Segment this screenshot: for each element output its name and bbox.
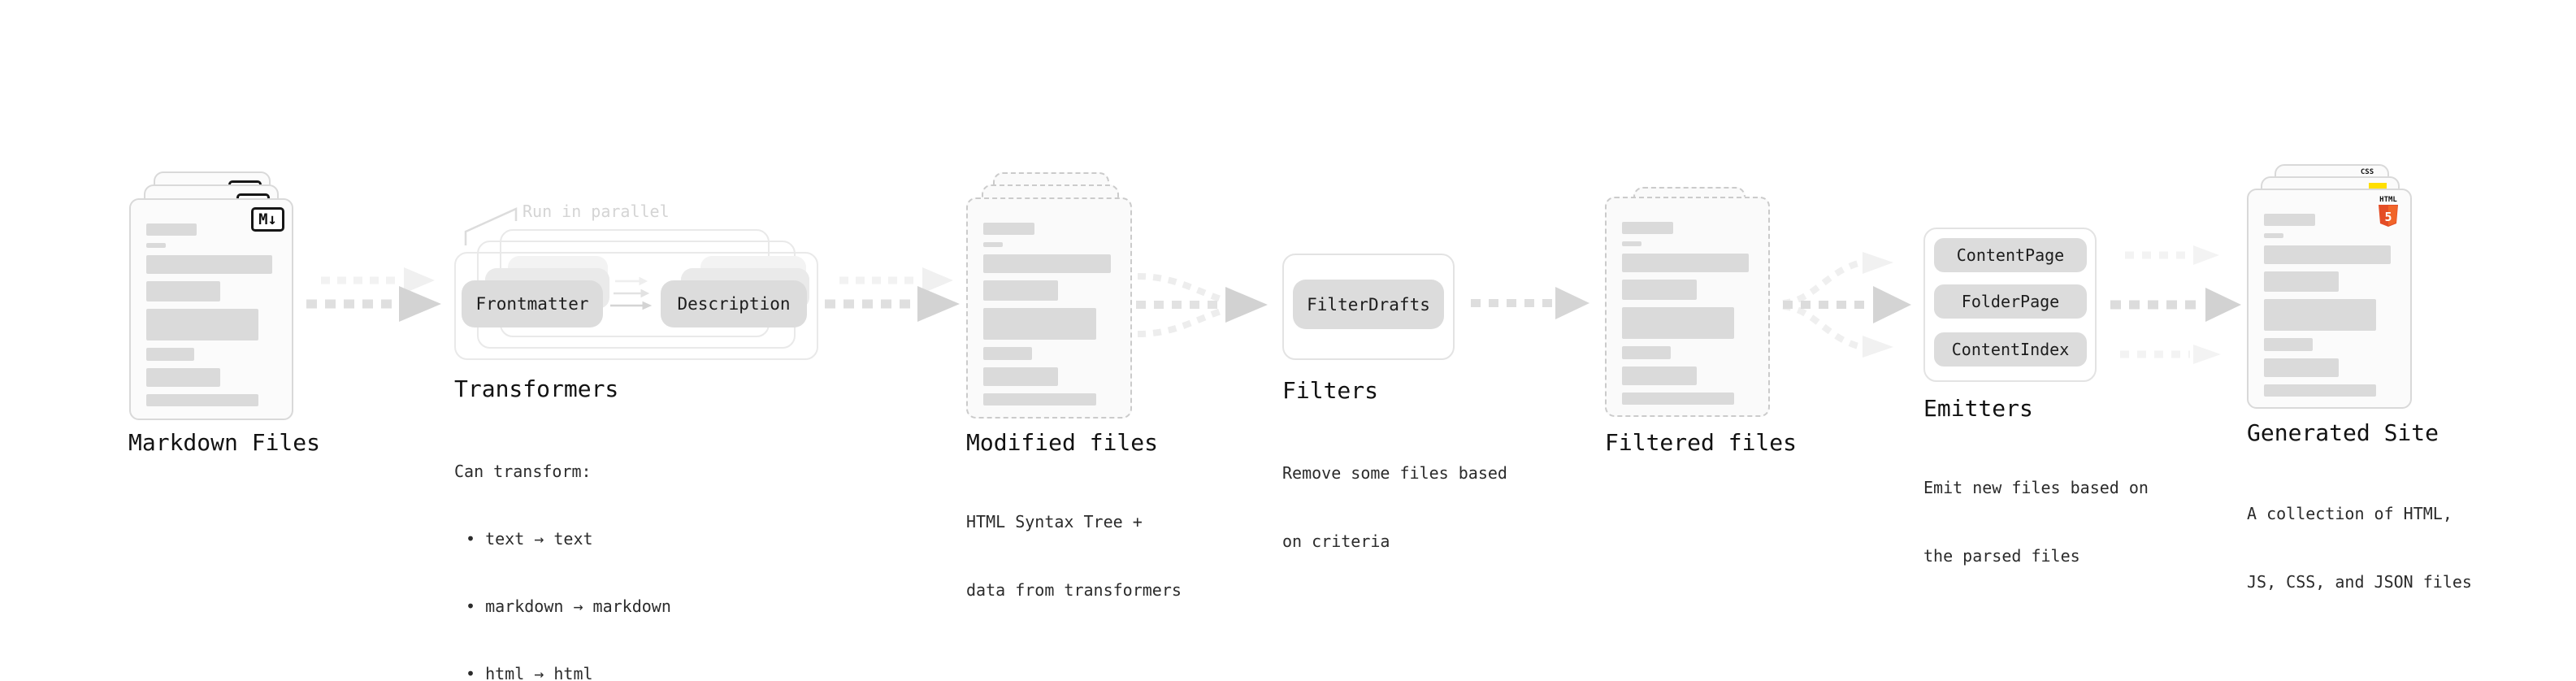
placeholder-bar [983,393,1097,406]
dashed-flow-arrow-icon [825,267,960,322]
stage-label-filters: Filters [1282,377,1379,404]
emitter-node-contentpage: ContentPage [1934,238,2087,272]
generated-site-caption: A collection of HTML, JS, CSS, and JSON … [2247,457,2472,639]
document-lines [146,223,276,414]
caption-line: Emit new files based on [1923,478,2149,497]
caption-line: on criteria [1282,531,1390,551]
run-in-parallel-annotation: Run in parallel [523,202,670,221]
dashed-flow-arrow-icon [306,267,441,322]
placeholder-bar [983,223,1035,235]
placeholder-bar [1622,307,1735,339]
parallel-arrows-icon [2110,245,2241,364]
filter-node-filterdrafts: FilterDrafts [1293,280,1444,329]
stage-label-transformers: Transformers [454,375,619,402]
stage-label-modified-files: Modified files [966,429,1159,456]
placeholder-bar [2264,384,2377,397]
placeholder-bar [1622,222,1673,234]
markdown-badge-icon: M↓ [251,207,284,232]
emitter-node-folderpage: FolderPage [1934,284,2087,319]
fan-in-arrow-icon [1136,273,1268,337]
transformers-caption: Can transform: • text → text • markdown … [454,414,671,681]
document-lines [2264,214,2395,404]
svg-text:5: 5 [2384,210,2392,224]
placeholder-bar [983,280,1059,301]
placeholder-bar [983,367,1059,386]
css-badge-text: CSS [2360,168,2374,176]
caption-bullet: • markdown → markdown [466,596,671,616]
caption-line: A collection of HTML, [2247,504,2452,523]
placeholder-bar [146,255,273,274]
placeholder-bar [1622,254,1750,272]
modified-files-caption: HTML Syntax Tree + data from transformer… [966,465,1182,647]
placeholder-bar [983,308,1097,340]
placeholder-bar [1622,393,1735,405]
transformer-node-description: Description [661,280,807,327]
placeholder-bar [146,394,258,406]
placeholder-bar [2264,299,2377,331]
document-lines [1622,222,1753,412]
caption-bullet: • html → html [466,664,593,681]
placeholder-bar [146,223,197,236]
placeholder-bar [2264,271,2339,292]
mini-arrows-icon [610,276,653,310]
stage-label-generated-site: Generated Site [2247,419,2439,446]
caption-line: HTML Syntax Tree + [966,512,1143,531]
document-card-front [966,197,1132,419]
dashed-flow-arrow-icon [1471,287,1589,319]
document-lines [983,223,1115,413]
placeholder-bar [1622,346,1671,359]
caption-line: Remove some files based [1282,463,1507,483]
annotation-leader-line [464,207,518,245]
emitter-node-contentindex: ContentIndex [1934,332,2087,367]
placeholder-bar [146,368,221,387]
placeholder-bar [1622,241,1642,246]
placeholder-bar [146,348,195,361]
html5-icon: HTML 5 [2379,196,2398,227]
document-card-front [1605,197,1770,417]
stage-label-filtered-files: Filtered files [1605,429,1798,456]
placeholder-bar [1622,280,1697,300]
fan-out-arrow-icon [1782,252,1911,358]
placeholder-bar [1622,367,1697,385]
placeholder-bar [146,281,221,301]
placeholder-bar [983,242,1004,247]
placeholder-bar [2264,358,2339,377]
stage-label-markdown-files: Markdown Files [128,429,321,456]
caption-line: JS, CSS, and JSON files [2247,572,2472,592]
transformer-node-frontmatter: Frontmatter [462,280,603,327]
placeholder-bar [146,243,166,248]
placeholder-bar [2264,214,2315,226]
caption-line: data from transformers [966,580,1182,600]
stage-label-emitters: Emitters [1923,395,2033,422]
document-card-front: HTML 5 [2247,189,2412,409]
emitters-caption: Emit new files based on the parsed files [1923,431,2149,613]
caption-line: the parsed files [1923,546,2080,566]
placeholder-bar [2264,338,2313,351]
document-card-front: M↓ [129,198,293,420]
caption-bullet: • text → text [466,529,593,549]
placeholder-bar [983,347,1032,360]
caption-line: Can transform: [454,462,592,481]
filters-caption: Remove some files based on criteria [1282,416,1507,598]
svg-text:HTML: HTML [2379,196,2397,204]
placeholder-bar [146,309,258,340]
placeholder-bar [983,254,1112,273]
placeholder-bar [2264,233,2284,238]
transformer-layer-front [454,252,818,360]
placeholder-bar [2264,245,2392,264]
